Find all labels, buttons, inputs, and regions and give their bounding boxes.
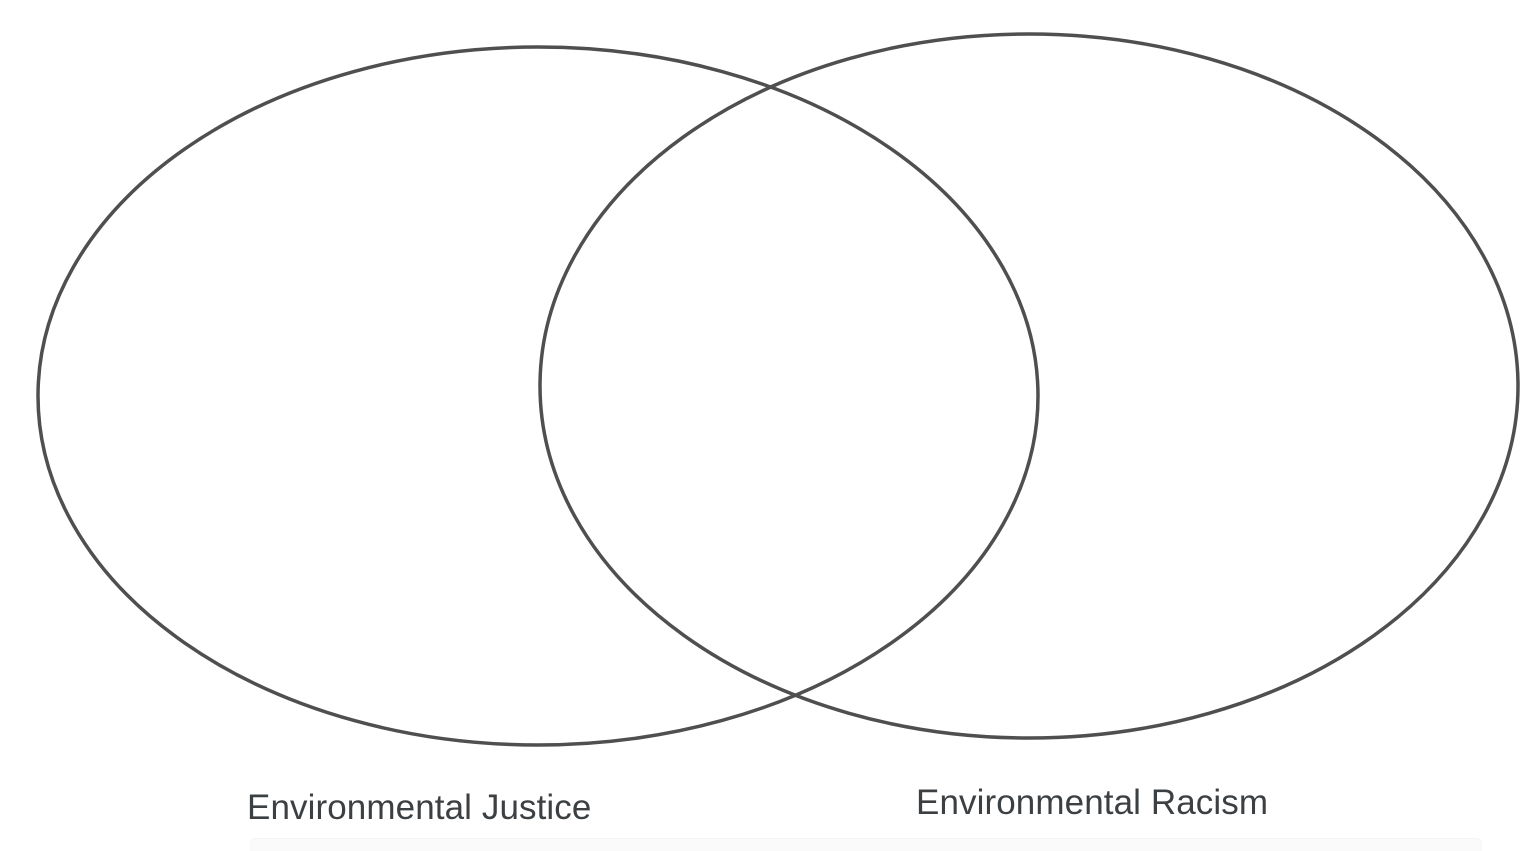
venn-label-left[interactable]: Environmental Justice bbox=[247, 788, 592, 827]
venn-circle-left[interactable] bbox=[36, 45, 1040, 747]
venn-overlap-region[interactable] bbox=[540, 89, 1038, 698]
venn-label-right[interactable]: Environmental Racism bbox=[916, 783, 1269, 822]
venn-circle-right[interactable] bbox=[538, 32, 1520, 740]
bottom-panel-edge bbox=[250, 838, 1482, 851]
